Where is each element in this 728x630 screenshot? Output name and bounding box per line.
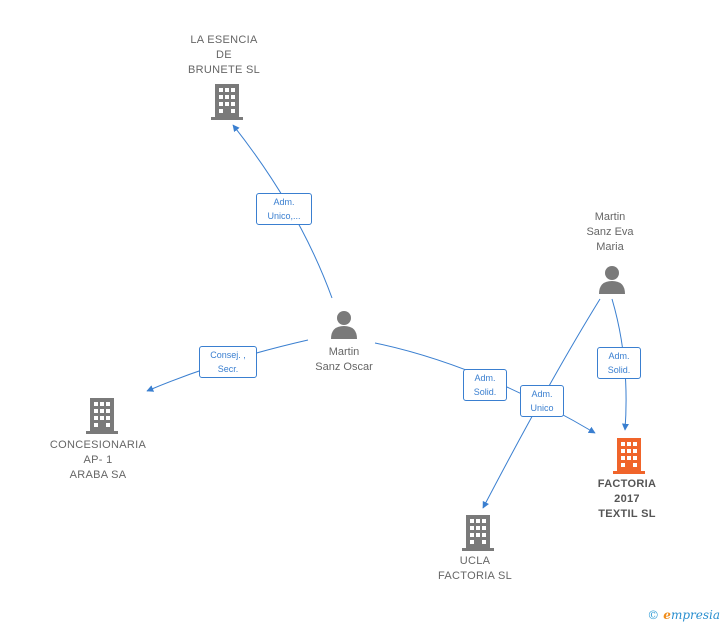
person-icon[interactable] [329,309,359,339]
copyright-symbol: © [647,608,660,622]
node-label-factoria[interactable]: FACTORIA 2017 TEXTIL SL [597,478,657,520]
node-label-concesionaria[interactable]: CONCESIONARIA AP- 1 ARABA SA [49,439,147,481]
node-label-ucla[interactable]: UCLA FACTORIA SL [437,555,512,582]
edge-label-oscar-concesionaria: Consej. , Secr. [199,346,257,378]
building-icon-highlighted[interactable] [613,438,645,474]
building-icon[interactable] [462,515,494,551]
node-label-martin-oscar[interactable]: Martin Sanz Oscar [315,346,373,373]
node-label-martin-eva[interactable]: Martin Sanz Eva Maria [586,211,634,253]
edge-label-oscar-esencia: Adm. Unico,... [256,193,312,225]
node-label-la-esencia[interactable]: LA ESENCIA DE BRUNETE SL [187,34,261,76]
brand-name: mpresia [670,608,720,622]
building-icon[interactable] [86,398,118,434]
brand-initial: e [663,608,671,622]
person-icon[interactable] [597,264,627,294]
edge-label-oscar-factoria: Adm. Solid. [463,369,507,401]
building-icon[interactable] [211,84,243,120]
empresia-logo[interactable]: ©empresia [647,608,720,622]
edge-label-eva-ucla: Adm. Unico [520,385,564,417]
edge-label-eva-factoria: Adm. Solid. [597,347,641,379]
